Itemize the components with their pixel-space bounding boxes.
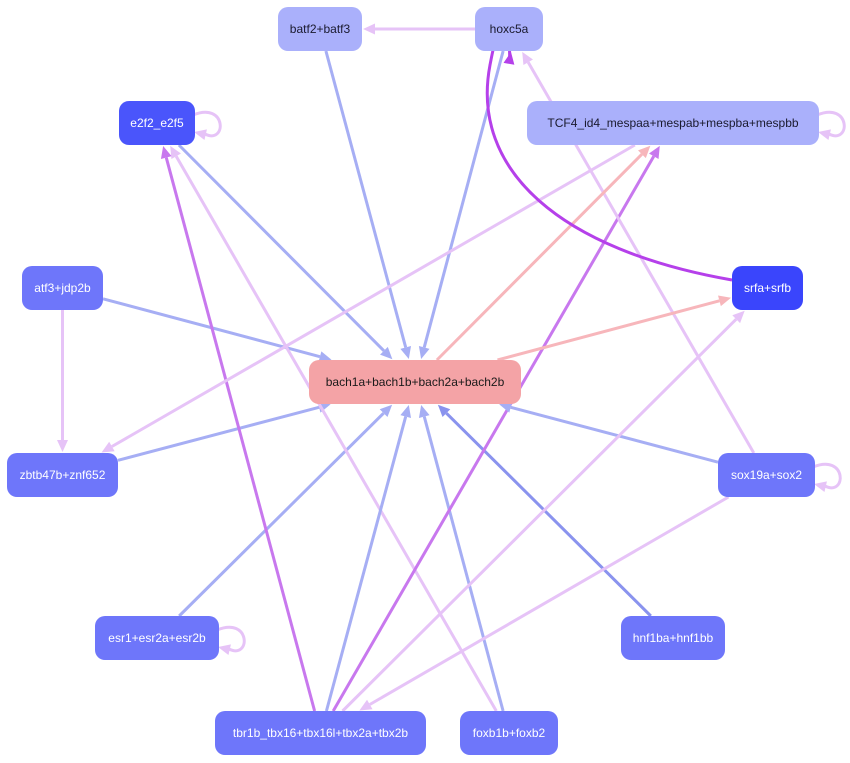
self-loop-sox19-arrow bbox=[814, 481, 827, 493]
edge-esr1-to-bach bbox=[178, 412, 385, 618]
edge-hnf1-to-bach bbox=[445, 412, 652, 618]
edge-srfa-to-hoxc5a-arrow bbox=[503, 52, 515, 65]
node-label-e2f2: e2f2_e2f5 bbox=[130, 116, 184, 130]
edge-e2f2-to-bach bbox=[177, 143, 385, 352]
edge-sox19-to-bach bbox=[510, 405, 719, 464]
node-label-zbtb: zbtb47b+znf652 bbox=[19, 468, 106, 482]
node-srfa[interactable]: srfa+srfb bbox=[732, 266, 803, 310]
edge-foxb1-to-e2f2 bbox=[174, 155, 498, 712]
edge-tbr1b-to-tcf4 bbox=[331, 155, 656, 712]
self-loop-e2f2-arrow bbox=[194, 129, 207, 141]
edge-sox19-to-tbr1b-arrow bbox=[359, 699, 373, 711]
edge-hnf1-to-bach-arrow bbox=[437, 404, 451, 418]
node-esr1[interactable]: esr1+esr2a+esr2b bbox=[95, 616, 219, 660]
node-label-tcf4: TCF4_id4_mespaa+mespab+mespba+mespbb bbox=[547, 116, 799, 130]
node-sox19[interactable]: sox19a+sox2 bbox=[718, 453, 815, 497]
edge-tbr1b-to-e2f2 bbox=[164, 157, 317, 712]
edge-bach-to-tcf4-arrow bbox=[638, 145, 651, 159]
node-label-bach: bach1a+bach1b+bach2a+bach2b bbox=[325, 375, 505, 389]
edge-hoxc5a-to-batf-arrow bbox=[363, 23, 375, 35]
edge-bach-to-tcf4 bbox=[435, 153, 643, 362]
edge-tbr1b-to-tcf4-arrow bbox=[649, 145, 660, 160]
node-tcf4[interactable]: TCF4_id4_mespaa+mespab+mespba+mespbb bbox=[527, 101, 819, 145]
edge-tcf4-to-zbtb-arrow bbox=[101, 441, 115, 453]
edge-zbtb-to-bach bbox=[117, 405, 320, 462]
node-foxb1[interactable]: foxb1b+foxb2 bbox=[460, 711, 558, 755]
node-label-tbr1b: tbr1b_tbx16+tbx16l+tbx2a+tbx2b bbox=[232, 726, 409, 740]
node-hoxc5a[interactable]: hoxc5a bbox=[475, 7, 543, 51]
edge-hoxc5a-to-bach-arrow bbox=[418, 346, 430, 360]
node-label-sox19: sox19a+sox2 bbox=[730, 468, 803, 482]
edge-tbr1b-to-bach bbox=[324, 416, 408, 712]
edge-hoxc5a-to-bach bbox=[422, 50, 505, 348]
node-tbr1b[interactable]: tbr1b_tbx16+tbx16l+tbx2a+tbx2b bbox=[215, 711, 426, 755]
node-atf3[interactable]: atf3+jdp2b bbox=[22, 266, 103, 310]
edge-batf-to-bach-arrow bbox=[400, 346, 412, 360]
node-e2f2[interactable]: e2f2_e2f5 bbox=[119, 101, 195, 145]
self-loop-esr1-arrow bbox=[218, 644, 231, 656]
edge-tbr1b-to-e2f2-arrow bbox=[160, 145, 172, 159]
node-hnf1[interactable]: hnf1ba+hnf1bb bbox=[621, 616, 725, 660]
edge-atf3-to-zbtb-arrow bbox=[57, 440, 68, 452]
edge-sox19-to-tbr1b bbox=[369, 495, 730, 706]
edge-sox19-to-hoxc5a-arrow bbox=[522, 51, 533, 66]
edge-tbr1b-to-bach-arrow bbox=[400, 404, 412, 418]
edge-tcf4-to-zbtb bbox=[111, 143, 636, 448]
node-zbtb[interactable]: zbtb47b+znf652 bbox=[7, 453, 118, 497]
node-bach[interactable]: bach1a+bach1b+bach2a+bach2b bbox=[309, 360, 521, 404]
node-label-srfa: srfa+srfb bbox=[743, 281, 791, 295]
node-label-hnf1: hnf1ba+hnf1bb bbox=[632, 631, 714, 645]
self-loop-sox19 bbox=[812, 462, 842, 490]
node-batf[interactable]: batf2+batf3 bbox=[278, 7, 362, 51]
edge-bach-to-srfa-arrow bbox=[718, 295, 732, 307]
edge-batf-to-bach bbox=[324, 50, 408, 348]
node-label-hoxc5a: hoxc5a bbox=[489, 22, 529, 36]
edge-sox19-to-bach-arrow bbox=[499, 402, 513, 413]
node-label-atf3: atf3+jdp2b bbox=[34, 281, 91, 295]
edge-esr1-to-bach-arrow bbox=[379, 404, 393, 418]
edge-bach-to-srfa bbox=[497, 299, 720, 362]
self-loop-tcf4-arrow bbox=[818, 129, 831, 141]
node-label-batf: batf2+batf3 bbox=[289, 22, 351, 36]
edge-foxb1-to-bach-arrow bbox=[418, 404, 430, 418]
edge-tbr1b-to-srfa bbox=[341, 318, 738, 713]
node-label-foxb1: foxb1b+foxb2 bbox=[472, 726, 546, 740]
self-loop-esr1 bbox=[216, 625, 246, 653]
edge-foxb1-to-bach bbox=[422, 416, 505, 712]
edge-foxb1-to-e2f2-arrow bbox=[170, 145, 181, 160]
self-loop-e2f2 bbox=[192, 110, 222, 138]
edge-e2f2-to-bach-arrow bbox=[380, 346, 393, 360]
edge-atf3-to-bach-arrow bbox=[318, 351, 332, 362]
edge-tbr1b-to-srfa-arrow bbox=[732, 310, 745, 324]
node-label-esr1: esr1+esr2a+esr2b bbox=[108, 631, 206, 645]
self-loop-tcf4 bbox=[816, 110, 846, 138]
